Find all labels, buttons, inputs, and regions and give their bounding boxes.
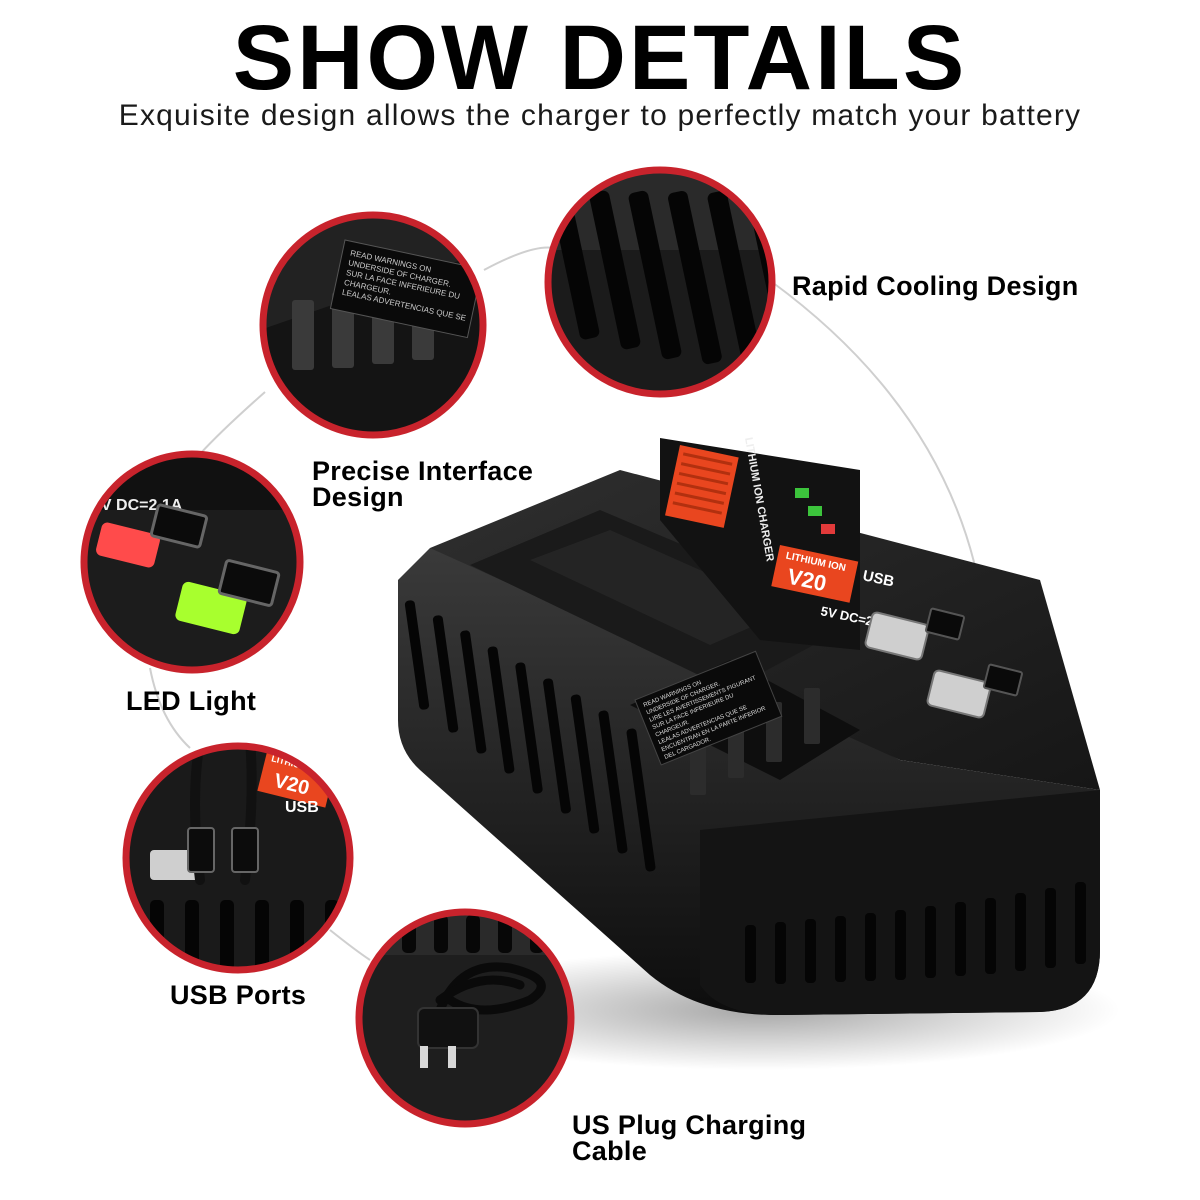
v20-badge (771, 545, 859, 603)
page-subtitle: Exquisite design allows the charger to p… (118, 99, 1082, 132)
charger: READ WARNINGS ON UNDERSIDE OF CHARGER. L… (398, 436, 1120, 1070)
callout-led-light: LED Light (126, 686, 257, 716)
callout-line: Rapid Cooling Design (792, 271, 1079, 301)
orange-panel (665, 445, 739, 528)
usb-port (925, 607, 965, 641)
usb-circle-label: USB (285, 799, 319, 816)
detail-circle-led: 5V DC=2.1A (80, 450, 304, 674)
status-led-icon (795, 488, 809, 498)
power-cord-icon (435, 962, 546, 1015)
usb-port (150, 503, 208, 549)
callout-line: Design (312, 482, 404, 512)
usb-label: USB (861, 567, 896, 590)
callout-line: LED Light (126, 686, 257, 716)
plug-head-icon (417, 1007, 479, 1049)
callout-line: USB Ports (170, 980, 307, 1010)
red-led-icon (96, 522, 160, 568)
callout-us-plug: US Plug Charging Cable (572, 1110, 807, 1166)
connector-arc (149, 667, 191, 749)
led-window (926, 669, 992, 719)
usb-port (217, 559, 281, 607)
callout-line: Precise Interface (312, 456, 534, 486)
callout-rapid-cooling: Rapid Cooling Design (792, 271, 1079, 301)
detail-circle-usb: LITHIUM ION V20 USB (122, 742, 354, 974)
detail-circle-cooling (544, 166, 776, 398)
led-window (864, 611, 930, 661)
warning-sticker: READ WARNINGS ON UNDERSIDE OF CHARGER. L… (634, 650, 783, 766)
status-led-icon (808, 506, 822, 516)
callout-precise-interface: Precise Interface Design (312, 456, 534, 512)
callout-usb-ports: USB Ports (170, 980, 307, 1010)
usb-port (983, 663, 1023, 697)
detail-circle-plug (355, 908, 575, 1128)
detail-circle-interface: READ WARNINGS ON UNDERSIDE OF CHARGER. S… (259, 211, 487, 439)
callout-line: US Plug Charging (572, 1110, 807, 1140)
connector-arc (199, 391, 266, 455)
status-led-icon (821, 524, 835, 534)
connector-arc (329, 929, 371, 961)
callout-line: Cable (572, 1136, 648, 1166)
page-title: SHOW DETAILS (232, 7, 968, 109)
